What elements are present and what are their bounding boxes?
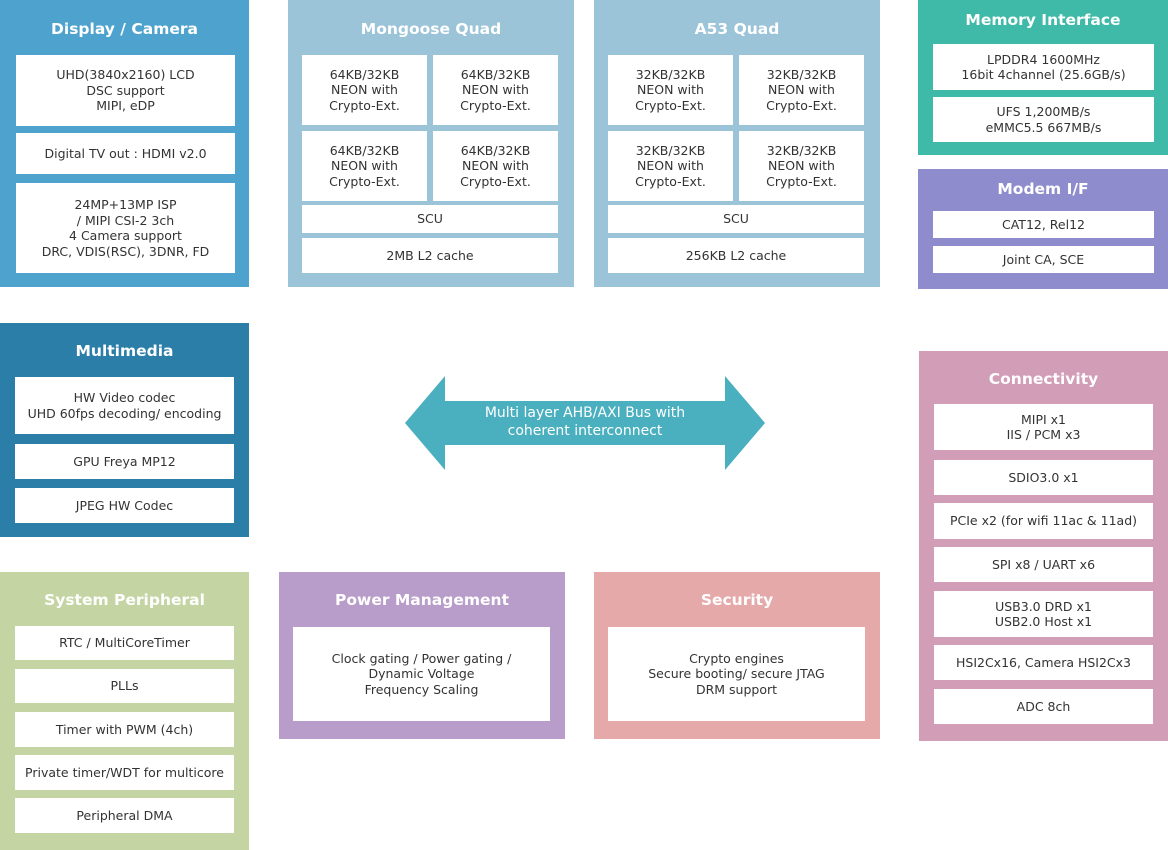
connectivity-item: MIPI x1 IIS / PCM x3: [934, 404, 1153, 450]
mongoose-quad-title: Mongoose Quad: [360, 20, 502, 38]
display-camera-item: 24MP+13MP ISP / MIPI CSI-2 3ch 4 Camera …: [16, 183, 235, 273]
peripheral-item: Timer with PWM (4ch): [15, 712, 234, 747]
connectivity-item: PCIe x2 (for wifi 11ac & 11ad): [934, 503, 1153, 539]
display-camera-title: Display / Camera: [51, 20, 198, 38]
a53-l2-cache: 256KB L2 cache: [608, 238, 864, 273]
mongoose-core: 64KB/32KB NEON with Crypto-Ext.: [433, 131, 558, 201]
a53-quad-title: A53 Quad: [694, 20, 780, 38]
memory-interface-title: Memory Interface: [965, 11, 1121, 29]
modem-item: CAT12, Rel12: [933, 211, 1154, 238]
peripheral-item: Peripheral DMA: [15, 798, 234, 833]
a53-core: 32KB/32KB NEON with Crypto-Ext.: [739, 131, 864, 201]
peripheral-item: Private timer/WDT for multicore: [15, 755, 234, 790]
security-title: Security: [700, 591, 774, 609]
mongoose-l2-cache: 2MB L2 cache: [302, 238, 558, 273]
multimedia-block: Multimedia HW Video codec UHD 60fps deco…: [0, 323, 249, 537]
connectivity-item: ADC 8ch: [934, 689, 1153, 724]
a53-scu: SCU: [608, 205, 864, 233]
connectivity-block: Connectivity MIPI x1 IIS / PCM x3 SDIO3.…: [919, 351, 1168, 741]
peripheral-item: PLLs: [15, 669, 234, 703]
a53-core: 32KB/32KB NEON with Crypto-Ext.: [608, 55, 733, 125]
mongoose-quad-block: Mongoose Quad 64KB/32KB NEON with Crypto…: [288, 0, 574, 287]
mongoose-core: 64KB/32KB NEON with Crypto-Ext.: [433, 55, 558, 125]
modem-item: Joint CA, SCE: [933, 246, 1154, 273]
power-item: Clock gating / Power gating / Dynamic Vo…: [293, 627, 550, 721]
security-block: Security Crypto engines Secure booting/ …: [594, 572, 880, 739]
display-camera-item: UHD(3840x2160) LCD DSC support MIPI, eDP: [16, 55, 235, 126]
memory-interface-block: Memory Interface LPDDR4 1600MHz 16bit 4c…: [918, 0, 1168, 155]
bus-double-arrow: [405, 376, 765, 470]
multimedia-item: HW Video codec UHD 60fps decoding/ encod…: [15, 377, 234, 434]
connectivity-item: USB3.0 DRD x1 USB2.0 Host x1: [934, 591, 1153, 637]
mongoose-core: 64KB/32KB NEON with Crypto-Ext.: [302, 131, 427, 201]
security-item: Crypto engines Secure booting/ secure JT…: [608, 627, 865, 721]
a53-quad-block: A53 Quad 32KB/32KB NEON with Crypto-Ext.…: [594, 0, 880, 287]
display-camera-block: Display / Camera UHD(3840x2160) LCD DSC …: [0, 0, 249, 287]
a53-core: 32KB/32KB NEON with Crypto-Ext.: [739, 55, 864, 125]
mongoose-core: 64KB/32KB NEON with Crypto-Ext.: [302, 55, 427, 125]
mongoose-scu: SCU: [302, 205, 558, 233]
bus-label: Multi layer AHB/AXI Bus with coherent in…: [484, 405, 686, 439]
connectivity-title: Connectivity: [988, 370, 1099, 388]
memory-item: LPDDR4 1600MHz 16bit 4channel (25.6GB/s): [933, 44, 1154, 90]
peripheral-item: RTC / MultiCoreTimer: [15, 626, 234, 660]
system-peripheral-block: System Peripheral RTC / MultiCoreTimer P…: [0, 572, 249, 850]
modem-if-block: Modem I/F CAT12, Rel12 Joint CA, SCE: [918, 169, 1168, 289]
connectivity-item: HSI2Cx16, Camera HSI2Cx3: [934, 645, 1153, 680]
memory-item: UFS 1,200MB/s eMMC5.5 667MB/s: [933, 97, 1154, 142]
connectivity-item: SPI x8 / UART x6: [934, 547, 1153, 582]
multimedia-item: JPEG HW Codec: [15, 488, 234, 523]
multimedia-item: GPU Freya MP12: [15, 444, 234, 479]
power-management-block: Power Management Clock gating / Power ga…: [279, 572, 565, 739]
connectivity-item: SDIO3.0 x1: [934, 460, 1153, 495]
system-peripheral-title: System Peripheral: [44, 591, 205, 609]
display-camera-item: Digital TV out : HDMI v2.0: [16, 133, 235, 174]
power-management-title: Power Management: [335, 591, 509, 609]
a53-core: 32KB/32KB NEON with Crypto-Ext.: [608, 131, 733, 201]
modem-if-title: Modem I/F: [997, 180, 1089, 198]
multimedia-title: Multimedia: [75, 342, 174, 360]
